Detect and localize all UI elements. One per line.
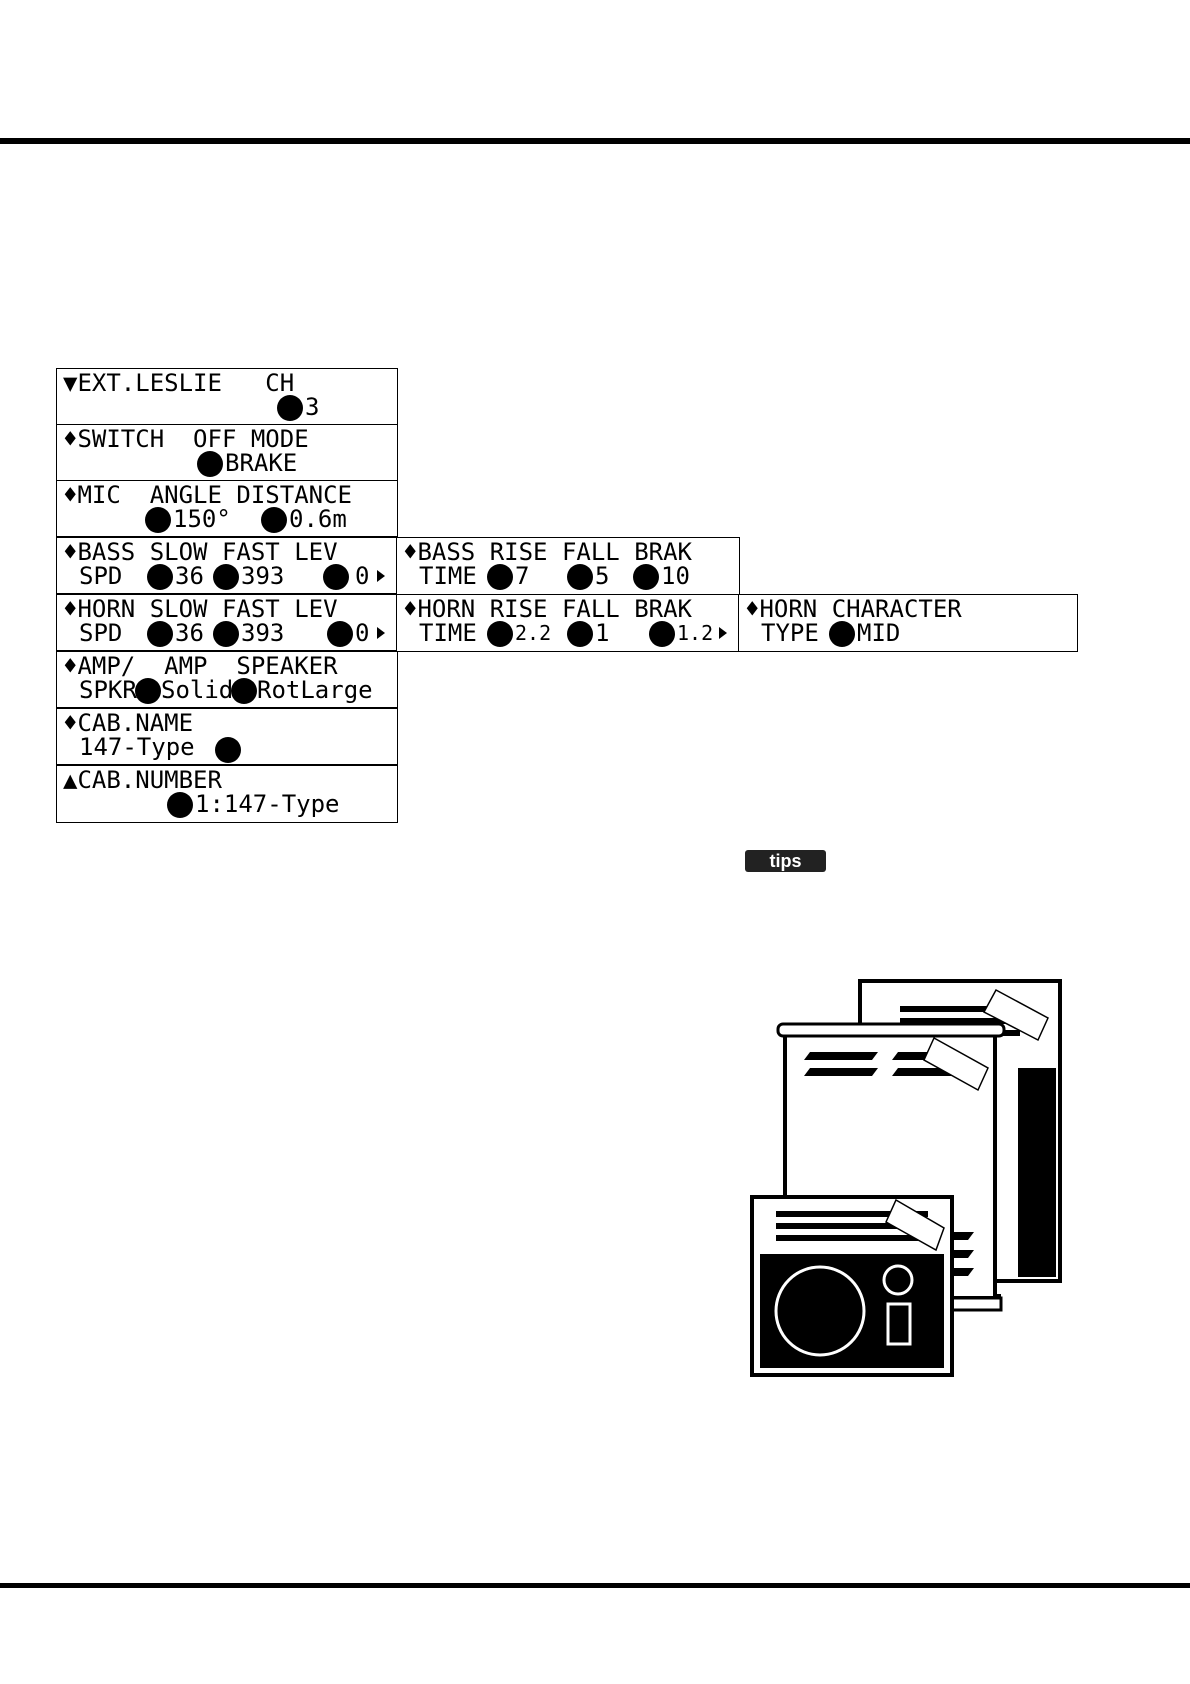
lcd-line1: ♦HORN CHARACTER	[745, 595, 962, 623]
top-rule	[0, 138, 1190, 144]
lcd-cab-number: ▲CAB.NUMBER 1:147-Type	[56, 765, 398, 823]
cursor-icon	[323, 564, 349, 590]
cursor-icon	[261, 507, 287, 533]
cursor-icon	[167, 792, 193, 818]
bottom-rule	[0, 1583, 1190, 1588]
time-label: TIME	[419, 619, 477, 647]
cursor-icon	[567, 621, 593, 647]
type-label: TYPE	[761, 619, 819, 647]
spkr-label: SPKR	[79, 676, 137, 704]
cursor-icon	[147, 621, 173, 647]
cursor-icon	[231, 678, 257, 704]
rise-value: 2.2	[515, 621, 552, 645]
cursor-icon	[487, 621, 513, 647]
amp-value: Solid	[161, 676, 234, 704]
lcd-line1: ♦SWITCH OFF MODE	[63, 425, 309, 453]
slow-value: 36	[175, 562, 204, 590]
ch-value: 3	[305, 393, 320, 421]
lcd-cab-name: ♦CAB.NAME 147-Type	[56, 708, 398, 765]
lcd-amp-speaker: ♦AMP/ AMP SPEAKER SPKR Solid RotLarge	[56, 651, 398, 708]
cursor-icon	[215, 737, 241, 763]
rise-value: 7	[515, 562, 530, 590]
right-triangle-icon	[377, 627, 385, 639]
cursor-icon	[213, 564, 239, 590]
lcd-line1: ♦MIC ANGLE DISTANCE	[63, 481, 352, 509]
cursor-icon	[633, 564, 659, 590]
lcd-bass-time: ♦BASS RISE FALL BRAK TIME 7 5 10	[396, 537, 740, 595]
slow-value: 36	[175, 619, 204, 647]
fall-value: 1	[595, 619, 610, 647]
lcd-ext-leslie: ▼EXT.LESLIE CH 3	[56, 368, 398, 425]
leslie-cabinets-illustration	[750, 979, 1062, 1377]
cursor-icon	[135, 678, 161, 704]
cursor-icon	[197, 451, 223, 477]
cursor-icon	[147, 564, 173, 590]
speaker-value: RotLarge	[257, 676, 373, 704]
tips-badge: tips	[745, 850, 826, 872]
off-mode-value: BRAKE	[225, 449, 298, 477]
cursor-icon	[487, 564, 513, 590]
fast-value: 393	[241, 562, 285, 590]
lcd-horn-speed: ♦HORN SLOW FAST LEV SPD 36 393 0	[56, 594, 398, 651]
lcd-horn-time: ♦HORN RISE FALL BRAK TIME 2.2 1 1.2	[396, 594, 740, 652]
lcd-switch-off-mode: ♦SWITCH OFF MODE BRAKE	[56, 424, 398, 481]
distance-value: 0.6m	[289, 505, 347, 533]
brak-value: 10	[661, 562, 690, 590]
right-triangle-icon	[377, 570, 385, 582]
lcd-line1: ▲CAB.NUMBER	[63, 766, 222, 794]
cursor-icon	[829, 621, 855, 647]
lcd-mic: ♦MIC ANGLE DISTANCE 150° 0.6m	[56, 480, 398, 537]
angle-value: 150°	[173, 505, 231, 533]
cab-number-value: 1:147-Type	[195, 790, 340, 818]
fall-value: 5	[595, 562, 610, 590]
cursor-icon	[145, 507, 171, 533]
type-value: MID	[857, 619, 901, 647]
lcd-line1: ♦HORN RISE FALL BRAK	[403, 595, 692, 623]
lcd-line1: ♦CAB.NAME	[63, 709, 194, 737]
lcd-line1: ♦BASS RISE FALL BRAK	[403, 538, 692, 566]
lcd-line1: ♦BASS SLOW FAST LEV	[63, 538, 338, 566]
right-triangle-icon	[719, 627, 727, 639]
fast-value: 393	[241, 619, 285, 647]
lcd-horn-character: ♦HORN CHARACTER TYPE MID	[738, 594, 1078, 652]
lev-value: 0	[355, 562, 370, 590]
lcd-bass-speed: ♦BASS SLOW FAST LEV SPD 36 393 0	[56, 537, 398, 594]
brak-value: 1.2	[677, 621, 714, 645]
time-label: TIME	[419, 562, 477, 590]
cursor-icon	[327, 621, 353, 647]
cursor-icon	[567, 564, 593, 590]
cab-name-value: 147-Type	[79, 733, 195, 761]
spd-label: SPD	[79, 562, 123, 590]
cursor-icon	[277, 395, 303, 421]
cursor-icon	[649, 621, 675, 647]
lcd-line1: ♦HORN SLOW FAST LEV	[63, 595, 338, 623]
cursor-icon	[213, 621, 239, 647]
lcd-line1: ♦AMP/ AMP SPEAKER	[63, 652, 338, 680]
spd-label: SPD	[79, 619, 123, 647]
lcd-line1: ▼EXT.LESLIE CH	[63, 369, 295, 397]
lev-value: 0	[355, 619, 370, 647]
